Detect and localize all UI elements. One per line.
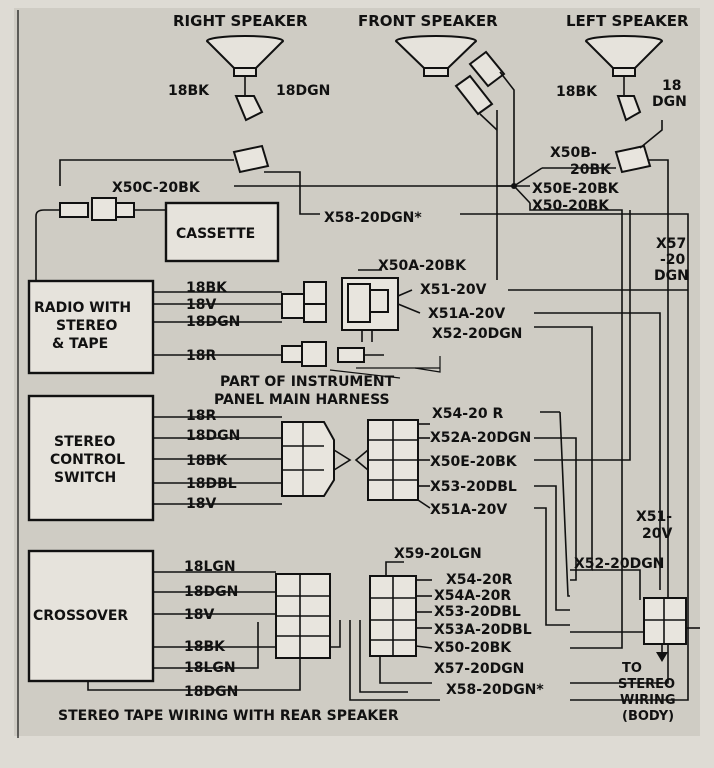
x57-out-label: X57-20DGN bbox=[434, 661, 524, 677]
cassette-cable bbox=[35, 209, 60, 281]
crossover-wire-18v: 18V bbox=[184, 607, 214, 623]
x50-out-label: X50-20BK bbox=[434, 640, 512, 656]
x50b-label-2: 20BK bbox=[570, 162, 612, 178]
crossover-wire-18dgn: 18DGN bbox=[184, 584, 238, 600]
x52-label: X52-20DGN bbox=[432, 326, 522, 342]
crossover-box bbox=[27, 549, 155, 683]
left-speaker-wire-dgn: DGN bbox=[652, 94, 687, 110]
right-speaker-title: RIGHT SPEAKER bbox=[173, 12, 308, 30]
stereo-body-label-4: (BODY) bbox=[622, 709, 674, 724]
x50-label: X50-20BK bbox=[532, 198, 610, 214]
left-speaker-wire-bk: 18BK bbox=[556, 84, 598, 100]
x58-label: X58-20DGN* bbox=[324, 210, 422, 226]
radio-label-3: & TAPE bbox=[52, 336, 108, 352]
switch-connector-left bbox=[281, 421, 335, 497]
x54-out-label: X54-20R bbox=[446, 572, 513, 588]
x50b-label-1: X50B- bbox=[550, 145, 597, 161]
x53-out-label: X53-20DBL bbox=[434, 604, 521, 620]
x57-label-2: -20 bbox=[660, 252, 686, 268]
switch-wire-18dbl: 18DBL bbox=[186, 476, 237, 492]
stereo-body-connector bbox=[643, 597, 687, 645]
x50c-wire bbox=[59, 159, 234, 186]
x50a-label: X50A-20BK bbox=[378, 258, 467, 274]
left-speaker-connector bbox=[614, 144, 652, 174]
x58-wire bbox=[264, 171, 320, 215]
right-speaker-connector bbox=[232, 144, 270, 174]
x52-right-label: X52-20DGN bbox=[574, 556, 664, 572]
x57-label-3: DGN bbox=[654, 268, 689, 284]
switch-label-2: CONTROL bbox=[50, 452, 125, 468]
switch-wire-18v: 18V bbox=[186, 496, 216, 512]
switch-label-1: STEREO bbox=[54, 434, 116, 450]
cassette-label: CASSETTE bbox=[176, 226, 255, 242]
crossover-wire-18lgn: 18LGN bbox=[184, 559, 236, 575]
radio-wire-18bk: 18BK bbox=[186, 280, 228, 296]
diagram-caption: STEREO TAPE WIRING WITH REAR SPEAKER bbox=[58, 708, 399, 724]
x51a-out-label: X51A-20V bbox=[430, 502, 507, 518]
x57-label-1: X57 bbox=[656, 236, 686, 252]
x50e-out-label: X50E-20BK bbox=[430, 454, 518, 470]
x51-label: X51-20V bbox=[420, 282, 487, 298]
x58-out-label: X58-20DGN* bbox=[446, 682, 544, 698]
radio-wire-18dgn: 18DGN bbox=[186, 314, 240, 330]
harness-note-line-1: PART OF INSTRUMENT bbox=[220, 374, 395, 390]
radio-label-1: RADIO WITH bbox=[34, 300, 131, 316]
left-speaker-title: LEFT SPEAKER bbox=[566, 12, 689, 30]
x52a-label: X52A-20DGN bbox=[430, 430, 531, 446]
radio-label-2: STEREO bbox=[56, 318, 118, 334]
cassette-box bbox=[164, 201, 280, 263]
harness-note-line-2: PANEL MAIN HARNESS bbox=[214, 392, 390, 408]
front-speaker-icon bbox=[395, 35, 506, 116]
x50e-label: X50E-20BK bbox=[532, 181, 620, 197]
right-speaker-wire-dgn: 18DGN bbox=[276, 83, 330, 99]
radio-wire-18v: 18V bbox=[186, 297, 216, 313]
x51-right-label-2: 20V bbox=[642, 526, 672, 542]
x51a-label: X51A-20V bbox=[428, 306, 505, 322]
radio-box bbox=[27, 279, 155, 375]
switch-label-3: SWITCH bbox=[54, 470, 116, 486]
stereo-body-label-1: TO bbox=[622, 661, 642, 676]
stereo-control-switch-box bbox=[27, 394, 155, 522]
crossover-wire-18lgn-2: 18LGN bbox=[184, 660, 236, 676]
x53a-label: X53A-20DBL bbox=[434, 622, 532, 638]
crossover-wire-18bk: 18BK bbox=[184, 639, 226, 655]
stereo-body-label-2: STEREO bbox=[618, 677, 675, 692]
x54-label: X54-20 R bbox=[432, 406, 503, 422]
stereo-body-label-3: WIRING bbox=[620, 693, 676, 708]
switch-wire-18r: 18R bbox=[186, 408, 216, 424]
switch-wire-18dgn: 18DGN bbox=[186, 428, 240, 444]
left-speaker-icon bbox=[585, 35, 663, 122]
x57-wire bbox=[570, 159, 669, 684]
right-speaker-icon bbox=[206, 35, 284, 122]
crossover-label: CROSSOVER bbox=[33, 608, 128, 624]
switch-wire-18bk: 18BK bbox=[186, 453, 228, 469]
left-speaker-wire-18: 18 bbox=[662, 78, 681, 94]
x50c-label: X50C-20BK bbox=[112, 180, 201, 196]
x54a-label: X54A-20R bbox=[434, 588, 511, 604]
x51-right-label-1: X51- bbox=[636, 509, 672, 525]
x53-label: X53-20DBL bbox=[430, 479, 517, 495]
front-speaker-title: FRONT SPEAKER bbox=[358, 12, 498, 30]
crossover-wire-18dgn-2: 18DGN bbox=[184, 684, 238, 700]
radio-wire-18r: 18R bbox=[186, 348, 216, 364]
right-speaker-wire-bk: 18BK bbox=[168, 83, 210, 99]
x59-label: X59-20LGN bbox=[394, 546, 482, 562]
